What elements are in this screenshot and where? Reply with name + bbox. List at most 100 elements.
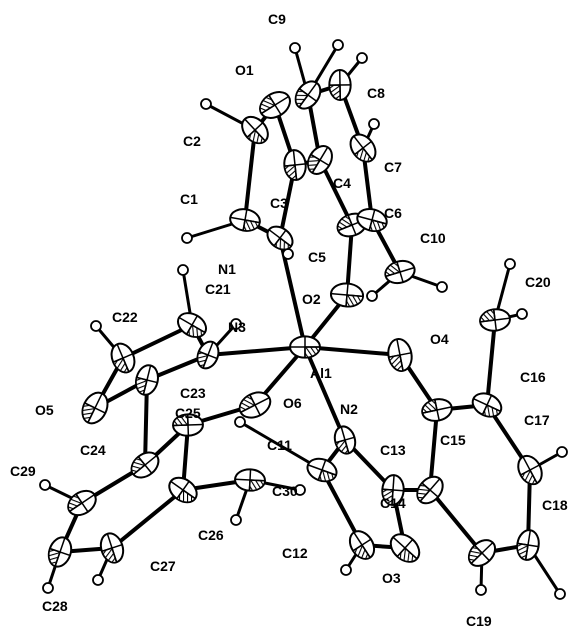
principal-axis [492,309,498,331]
hydrogen-atom [230,318,242,330]
atom-c22 [110,342,136,374]
hydrogen-atom [356,52,368,64]
hydrogen-atom [554,588,566,600]
hydrogen-atom [181,232,193,244]
principal-axis [474,544,490,562]
atom-o3 [389,533,421,563]
atom-label-o3: O3 [382,570,401,586]
bond-c16-c20 [485,318,497,407]
principal-axis [317,459,327,481]
atom-c30 [234,468,266,492]
atom-n1 [266,225,294,251]
bond-c1-c2 [243,128,257,222]
atom-c26 [168,476,198,504]
atom-label-c10: C10 [420,230,446,246]
hydrogen-atom [366,290,378,302]
atom-label-o5: O5 [35,402,54,418]
principal-axis [273,229,287,247]
atom-label-c7: C7 [384,159,402,175]
principal-axis [354,140,372,156]
atom-label-o1: O1 [235,62,254,78]
atom-label-n1: N1 [218,261,236,277]
atom-o4 [387,338,413,372]
atom-label-c19: C19 [466,613,492,629]
principal-axis [49,547,71,557]
atom-c23 [135,364,159,396]
atom-c9 [294,80,322,110]
principal-axis [335,436,355,444]
bond-al1-n3 [206,345,307,357]
principal-axis [84,402,106,414]
hydrogen-atom [436,281,448,293]
atom-label-c5: C5 [308,249,326,265]
atom-c2 [241,115,269,145]
principal-axis [186,414,190,436]
principal-axis [137,456,153,474]
hydrogen-atom [92,574,104,586]
principal-axis [249,394,261,416]
atom-label-o2: O2 [302,291,321,307]
atom-label-c27: C27 [150,558,176,574]
hydrogen-atom [234,416,246,428]
principal-axis [368,209,376,231]
atom-c6 [356,208,388,232]
atom-label-c14: C14 [380,495,406,511]
atom-label-c17: C17 [524,412,550,428]
atom-label-c11: C11 [267,437,292,453]
ellipsoid-octant [328,84,342,101]
hydrogen-atom [504,258,516,270]
atom-label-c6: C6 [384,205,402,221]
atom-label-c25: C25 [175,405,201,421]
atom-layer [47,69,543,568]
atom-label-c22: C22 [112,309,138,325]
hydrogen-atom [39,479,51,491]
principal-axis [112,353,134,363]
atom-c1 [229,208,261,232]
atom-label-c12: C12 [282,545,308,561]
atom-label-o4: O4 [430,331,449,347]
atom-c18 [516,529,540,561]
atom-label-c16: C16 [520,369,546,385]
principal-axis [246,122,264,138]
principal-axis [101,543,123,553]
principal-axis [352,538,372,552]
atom-label-c18: C18 [542,497,568,513]
hydrogen-atom [42,582,54,594]
hydrogen-bond [238,420,324,472]
ellipsoid-octant [304,346,321,359]
atom-label-c21: C21 [205,281,231,297]
hydrogen-atom [556,446,568,458]
principal-axis [421,482,439,498]
atom-label-c1: C1 [180,191,198,207]
bond-c26-c27 [110,488,185,550]
principal-axis [517,542,539,548]
principal-axis [481,395,493,415]
atom-c17 [517,454,543,486]
principal-axis [176,480,190,500]
atom-label-n2: N2 [340,401,358,417]
atom-c28 [47,536,73,568]
principal-axis [388,352,412,358]
principal-axis [382,488,404,492]
atom-al1 [289,335,321,359]
atom-c8 [328,69,352,101]
atom-o1 [259,91,291,119]
atom-label-c20: C20 [525,274,551,290]
bond-c21-c22 [121,323,194,360]
atom-label-c26: C26 [198,527,224,543]
atom-o6 [238,391,272,419]
atom-c11 [306,457,338,483]
hydrogen-atom [516,308,528,320]
atom-label-c30: C30 [272,483,298,499]
principal-axis [268,94,282,116]
atom-c7 [349,133,377,163]
atom-c29 [67,489,97,517]
atom-label-c13: C13 [380,442,406,458]
atom-o2 [329,282,365,308]
principal-axis [298,88,318,102]
principal-axis [347,214,357,236]
principal-axis [186,315,198,335]
